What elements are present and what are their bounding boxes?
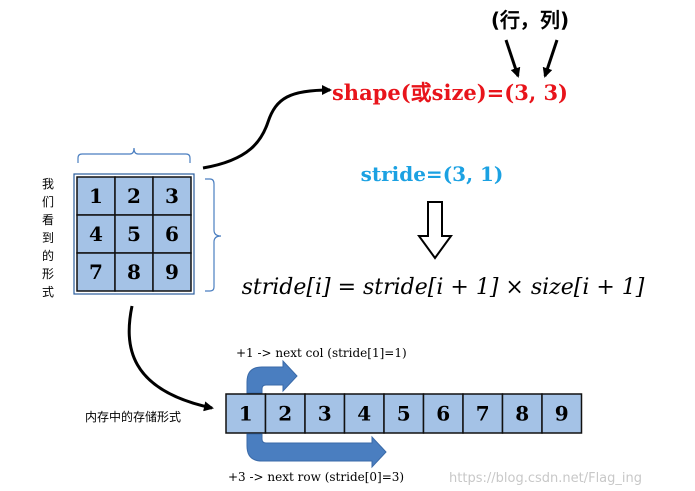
matrix-cell-value: 1 [89,184,103,208]
matrix-outer-border [73,173,195,295]
matrix-cell-value: 2 [127,184,141,208]
matrix-cell [76,252,116,292]
matrix-cell [152,252,192,292]
watermark: https://blog.csdn.net/Flag_ing [449,471,642,486]
view-label-char: 们 [42,194,54,209]
storage-cell [343,393,385,434]
storage-cell-value: 1 [239,402,253,426]
storage-cell-value: 4 [357,402,371,426]
matrix-cell [114,252,154,292]
row-arrow [504,39,521,78]
matrix-cell-value: 8 [127,260,141,284]
next-col-label: +1 -> next col (stride[1]=1) [236,346,407,360]
matrix-cell-value: 5 [127,222,141,246]
next-col-arrow [246,359,298,394]
matrix-cell-value: 7 [89,260,103,284]
storage-cell [304,393,346,434]
storage-cell [501,393,543,434]
storage-cell-value: 5 [397,402,411,426]
matrix-cell-value: 6 [165,222,179,246]
top-brace [77,147,191,163]
shape-label: shape(或size)=(3, 3) [332,80,568,105]
storage-cell-value: 2 [278,402,292,426]
next-row-arrow [246,433,387,469]
storage-cell [541,393,583,434]
matrix-cell [152,214,192,254]
next-row-label: +3 -> next row (stride[0]=3) [228,470,404,484]
view-label-char: 我 [42,177,54,191]
matrix-to-shape-arrow [202,85,332,170]
storage-cell-value: 8 [515,402,529,426]
matrix-cell-value: 9 [165,260,179,284]
storage-cell [225,393,267,434]
view-label-char: 到 [42,231,54,245]
view-label-char: 形 [42,267,54,281]
stride-formula: stride[i] = stride[i + 1] × size[i + 1] [242,275,645,300]
storage-cell-value: 6 [436,402,450,426]
matrix-to-storage-arrow [127,305,214,412]
view-label-char: 的 [42,248,54,263]
storage-cell-value: 3 [318,402,332,426]
storage-cell-value: 9 [555,402,569,426]
stride-label: stride=(3, 1) [361,162,504,186]
right-brace [205,178,222,292]
col-arrow [542,39,559,78]
row-col-annotation: (行，列) [491,8,569,32]
matrix-cell-value: 3 [165,184,179,208]
matrix-cell-value: 4 [89,222,103,246]
storage-cell [462,393,504,434]
storage-array: 1 2 3 4 5 6 7 8 9 [225,393,583,434]
view-label-char: 式 [42,285,54,299]
hollow-down-arrow [417,201,453,260]
storage-label: 内存中的存储形式 [85,409,181,424]
storage-cell [264,393,306,434]
view-label-char: 看 [42,213,54,227]
storage-cell-value: 7 [476,402,490,426]
